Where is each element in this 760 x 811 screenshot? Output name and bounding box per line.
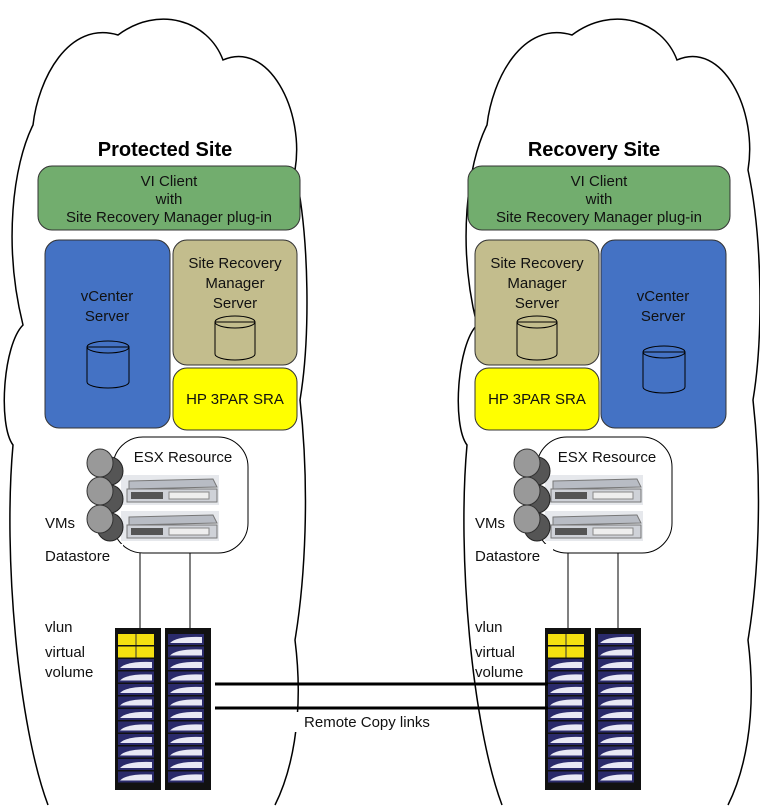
virtual-volume-label: virtual xyxy=(475,644,515,661)
vcenter-server-box xyxy=(44,239,171,429)
srm-server-box xyxy=(474,239,600,366)
datastore-label: Datastore xyxy=(45,548,110,565)
srm-label: Manager xyxy=(205,275,264,292)
vcenter-label: Server xyxy=(85,308,129,325)
srm-server-box xyxy=(172,239,298,366)
vlun-label: vlun xyxy=(475,619,503,636)
database-icon xyxy=(86,340,130,389)
storage-array-icon xyxy=(595,628,641,790)
vm-icon xyxy=(513,504,551,542)
srm-label: Manager xyxy=(507,275,566,292)
esx-resource-label: ESX Resource xyxy=(134,449,232,466)
virtual-volume-label: volume xyxy=(475,664,523,681)
srm-label: Site Recovery xyxy=(188,255,282,272)
vms-label: VMs xyxy=(475,515,505,532)
vi-client-label: Site Recovery Manager plug-in xyxy=(66,209,272,226)
esx-resource-label: ESX Resource xyxy=(558,449,656,466)
site-title: Protected Site xyxy=(98,139,232,161)
vi-client-box xyxy=(467,165,731,231)
esx-server-icon xyxy=(545,511,643,541)
storage-array-icon xyxy=(545,628,591,790)
storage-array-icon xyxy=(165,628,211,790)
vi-client-label: VI Client xyxy=(141,173,199,190)
srm-label: Server xyxy=(515,295,559,312)
hp-3par-sra-box xyxy=(172,367,298,431)
site-cloud xyxy=(457,18,760,806)
vcenter-label: Server xyxy=(641,308,685,325)
vms-label: VMs xyxy=(45,515,75,532)
vcenter-label: vCenter xyxy=(637,288,690,305)
vcenter-server-box xyxy=(600,239,727,429)
datastore-label: Datastore xyxy=(475,548,540,565)
vi-client-box xyxy=(37,165,301,231)
sra-label: HP 3PAR SRA xyxy=(186,391,284,408)
esx-server-icon xyxy=(121,511,219,541)
vcenter-label: vCenter xyxy=(81,288,134,305)
vlun-label: vlun xyxy=(45,619,73,636)
vi-client-label: with xyxy=(155,191,183,208)
database-icon xyxy=(214,315,256,361)
site-title: Recovery Site xyxy=(528,139,660,161)
remote-copy-links-label: Remote Copy links xyxy=(304,714,430,731)
hp-3par-sra-box xyxy=(474,367,600,431)
vi-client-label: VI Client xyxy=(571,173,629,190)
srm-label: Site Recovery xyxy=(490,255,584,272)
vi-client-label: Site Recovery Manager plug-in xyxy=(496,209,702,226)
esx-server-icon xyxy=(121,475,219,505)
vi-client-label: with xyxy=(585,191,613,208)
virtual-volume-label: virtual xyxy=(45,644,85,661)
database-icon xyxy=(516,315,558,361)
esx-server-icon xyxy=(545,475,643,505)
site-cloud xyxy=(3,18,308,806)
srm-label: Server xyxy=(213,295,257,312)
remote-copy-links xyxy=(215,682,548,710)
sra-label: HP 3PAR SRA xyxy=(488,391,586,408)
database-icon xyxy=(642,345,686,394)
virtual-volume-label: volume xyxy=(45,664,93,681)
storage-array-icon xyxy=(115,628,161,790)
vm-icon xyxy=(86,504,124,542)
